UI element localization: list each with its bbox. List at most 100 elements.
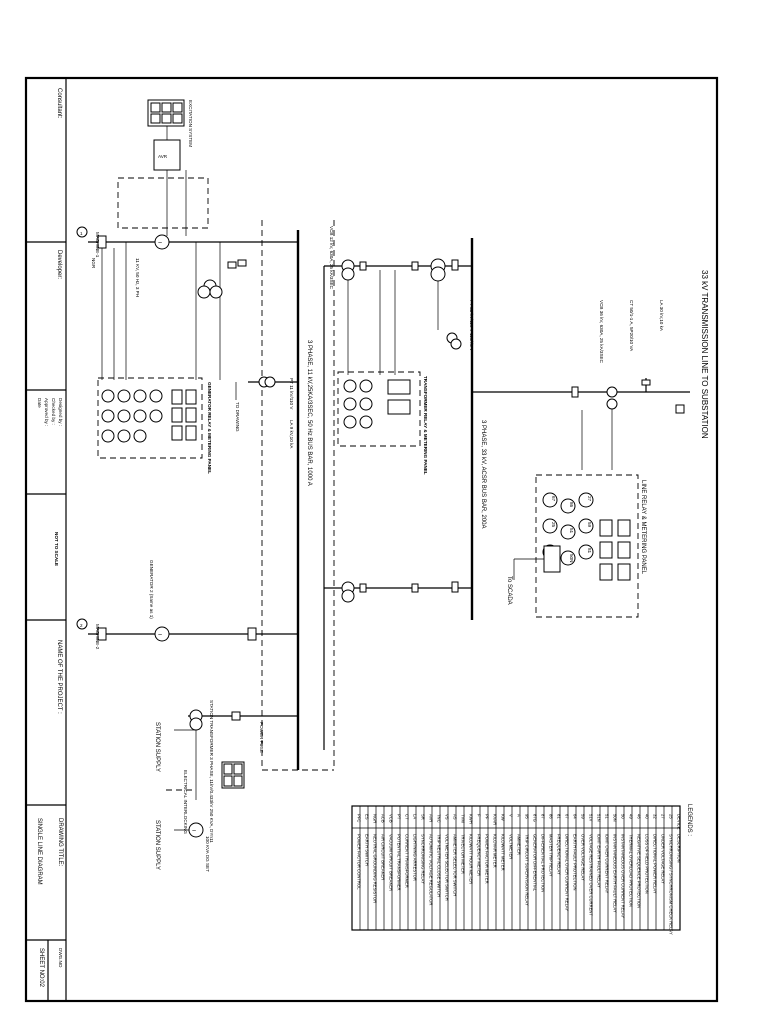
- bus-33kv-label: 3 PHASE, 33 kV, ACSR BUS BAR, 200A: [480, 420, 486, 529]
- transformer-relay-symbol: [343, 379, 357, 393]
- transformer-feeder-2: [324, 581, 472, 603]
- generator-relay-symbol: [149, 389, 163, 403]
- legend-description: UNDER VOLTAGE RELAY: [661, 834, 666, 884]
- vcb-33kv-line: [571, 386, 579, 398]
- transformer-relay-panel: TRANSFORMER RELAY & METERING PANEL: [337, 371, 428, 475]
- generator-panel-label: GENERATOR RELAY & METERING PANEL: [207, 382, 212, 474]
- approved-by-label: Approved by :: [44, 398, 49, 426]
- legend-description: NEGATIVE SEQUENCE PROTECTION: [637, 834, 642, 908]
- la-33kv-label: LA 30 kV,10 kA: [659, 300, 664, 332]
- vcb-11kv-label: VCB 12 kV, 630A, 25 kA/3SEC: [329, 226, 334, 290]
- legend-description: IDMT EARTH FAULT RELAY: [597, 834, 602, 888]
- legend-code: 64: [573, 814, 578, 819]
- to-scada-label: To SCADA: [506, 576, 512, 605]
- line-relay-panel-label: LINE RELAY & METERING PANEL: [640, 480, 646, 575]
- checked-by-label: Checked by :: [51, 398, 56, 425]
- relay-device-50N: [560, 550, 576, 566]
- legend-row: 51V VOLTAGE RESTRAINED OVER CURRENT: [583, 806, 594, 930]
- vcb-33kv-label: VCB 36 kV, 630A, 25 kA/3SEC: [599, 300, 604, 364]
- legend-code: 50: [621, 814, 626, 819]
- neutral-grounding-label: NGR: [91, 258, 96, 269]
- relay-device-label: 59: [587, 522, 592, 528]
- legend-code: KW: [501, 814, 506, 821]
- legend-description: GENERATOR DIFFERENTIAL: [533, 834, 538, 892]
- relay-device-label: 27: [587, 496, 592, 502]
- legend-description: EARTH SWITCH: [365, 834, 370, 866]
- legend-header-desc: DESCRIPTION: [677, 834, 682, 863]
- step-up-transformer-2: [341, 589, 355, 603]
- relay-device-label: 50N: [569, 554, 574, 562]
- legend-code: 32: [653, 814, 658, 819]
- legend-description: VACUUM CIRCUIT BREAKER: [389, 834, 394, 891]
- generator-relay-panel: GENERATOR RELAY & METERING PANEL: [97, 377, 212, 474]
- generator-relay-symbol: [101, 429, 115, 443]
- generator-relay-symbol: [133, 429, 147, 443]
- legend-code: 27: [661, 814, 666, 819]
- drawing-title: SINGLE LINE DIAGRAM: [36, 818, 42, 885]
- pt-11kv-feeder: PT 11 kV/110 V TO DRAWING: [235, 376, 298, 432]
- gen-2-ref-number: 2: [80, 623, 83, 628]
- transformer-meter-symbol: [387, 399, 411, 415]
- developer-label: Developer:: [56, 250, 62, 279]
- legend-description: POTENTIAL TRANSFORMER: [397, 834, 402, 891]
- legend-description: OVER VOLTAGE RELAY: [581, 834, 586, 881]
- transmission-line-label: 33 kV TRANSMISSION LINE TO SUBSTATION: [700, 270, 709, 439]
- sheet-border: [24, 76, 719, 1003]
- date-label: Date: [37, 398, 42, 408]
- generator-2-ref: [76, 618, 88, 630]
- legend-code: KWH: [469, 814, 474, 824]
- legend-description: SYNCHRONISING RELAY: [421, 834, 426, 884]
- la-33kv: [641, 379, 651, 386]
- generator-relay-symbol: [101, 389, 115, 403]
- transformer-relay-symbol: [359, 379, 373, 393]
- legend-code: 87G: [533, 814, 538, 822]
- station-supply-2: STATION SUPPLY: [154, 820, 160, 870]
- legend-code: ES: [365, 814, 370, 820]
- machine-1-label: MACHINE-1: [95, 232, 100, 258]
- gen-1-ref-number: 1: [80, 231, 83, 236]
- excitation-system-label: EXCITATION SYSTEM: [188, 100, 193, 147]
- pt-11kv-label: PT 11 kV/110 V: [289, 378, 294, 410]
- legend-description: FREQUENCY RELAY: [557, 834, 562, 875]
- station-transformer-label: STATION TRANSFORMER 3 PHASE, 11kV/0.433k…: [209, 700, 214, 843]
- transformer-meter-symbol: [387, 379, 411, 395]
- legend-description: AMMETER: [517, 834, 522, 855]
- legend-code: KVAR: [493, 814, 498, 825]
- legend-description: KILOVAR METER: [493, 834, 498, 868]
- legend-description: EARTH FAULT PROTECTION: [573, 834, 578, 891]
- relay-device-label: 81: [587, 548, 592, 554]
- legend-code: 86: [549, 814, 554, 819]
- legend-row: ES EARTH SWITCH: [359, 806, 370, 930]
- project-name-label: NAME OF THE PROJECT :: [56, 640, 62, 714]
- relay-device-51: [560, 524, 576, 540]
- legend-description: VOLTAGE RESTRAINED OVER CURRENT: [589, 834, 594, 916]
- drawing-title-label: DRAWING TITLE:: [57, 818, 63, 867]
- interlock-label: ELECTRICAL INTERLOCKING: [183, 770, 188, 834]
- legend-description: LIGHTNING ARRESTOR: [413, 834, 418, 881]
- legend-code: LA: [413, 814, 418, 819]
- legend-code: 51V: [589, 814, 594, 822]
- step-up-transformer-1: [430, 266, 446, 282]
- la-11kv-label: LA 9 kV,10 kA: [289, 420, 294, 449]
- ct-33kv-line: [606, 386, 618, 398]
- legend-description: POWER FACTOR METER: [485, 834, 490, 884]
- legend-code: 46: [637, 814, 642, 819]
- svg-text:~: ~: [158, 632, 162, 639]
